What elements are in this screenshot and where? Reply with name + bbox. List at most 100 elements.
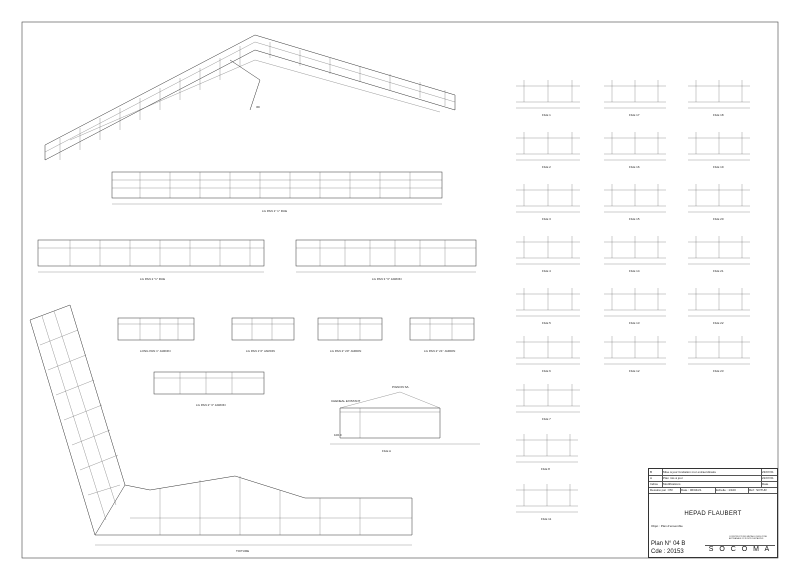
file-section: FILE 16 xyxy=(604,132,666,169)
file-section-frame xyxy=(604,288,666,317)
file-section-label: FILE 8 xyxy=(541,467,550,471)
file-section-frame xyxy=(516,384,580,413)
file-section-label: FILE 15 xyxy=(629,217,640,221)
file-section: FILE 5 xyxy=(516,288,580,325)
file-section: FILE 6 xyxy=(516,336,580,373)
file-section: FILE 19 xyxy=(688,132,750,169)
file-section: FILE 21 xyxy=(688,236,750,273)
elevation-7-label: LG PAN 2" 21" JARDIN xyxy=(424,349,455,353)
file-section: FILE 13 xyxy=(604,288,666,325)
file-section-label: FILE 17 xyxy=(629,113,640,117)
file-section: FILE 2 xyxy=(516,132,580,169)
file-section-label: FILE 16 xyxy=(629,165,640,169)
file-section: FILE 8 xyxy=(516,434,578,471)
file-section-frame xyxy=(516,80,580,109)
file-section-label: FILE 19 xyxy=(713,165,724,169)
file-section-frame xyxy=(688,80,750,109)
drawn-by-row: Dessiné par : PR Date : 06/04/21 Echelle… xyxy=(649,487,777,494)
file-section: FILE 7 xyxy=(516,384,580,421)
elevation-7: LG PAN 2" 21" JARDIN xyxy=(409,317,475,353)
file-section-label: FILE 7 xyxy=(542,417,551,421)
file-section-label: FILE 3 xyxy=(542,217,551,221)
elevation-8-label: LG PAN 2" 3" JARDIN xyxy=(196,403,226,407)
elevation-5: LG PAN 1"2" JARDIN xyxy=(231,317,295,353)
company-address: CONSTRUCTIONS METALLIQUES ZONE ARTISANAL… xyxy=(729,536,767,541)
file-section-frame xyxy=(688,336,750,365)
file-section-frame xyxy=(604,184,666,213)
order-code: Cde : 20153 xyxy=(651,549,684,555)
file-section-label: FILE 20 xyxy=(713,217,724,221)
revision-header-index: Indice xyxy=(649,481,663,487)
elevation-2-label: LG PAN 2 "1" RUE xyxy=(140,277,165,281)
file-section-frame xyxy=(516,434,578,463)
file-section: FILE 18 xyxy=(688,80,750,117)
iso-label: 3D xyxy=(256,105,261,109)
file-section: FILE 15 xyxy=(604,184,666,221)
elevation-1: LG PAN 1" 1" RUE xyxy=(111,171,443,213)
elevation-2: LG PAN 2 "1" RUE xyxy=(37,239,265,281)
elevation-4-label: LONG PAN 1" JARDIN xyxy=(140,349,171,353)
file-section: FILE 17 xyxy=(604,80,666,117)
elevation-1-label: LG PAN 1" 1" RUE xyxy=(262,209,287,213)
file-section: FILE 4 xyxy=(516,236,580,273)
plan-number: Plan N° 04 B xyxy=(651,541,686,547)
revision-header-date: Date xyxy=(762,482,769,486)
roof-plan: TOITURE xyxy=(29,304,413,553)
elevation-3: LG PAN 3 "3" JARDIN xyxy=(295,239,477,281)
object-label: Objet : xyxy=(651,524,660,528)
file-section-label: FILE 13 xyxy=(629,321,640,325)
drawn-ref: Réf : SOTUR xyxy=(749,488,767,492)
file-section-frame xyxy=(516,184,580,213)
file-section-label: FILE 2 xyxy=(542,165,551,169)
file-section-label: FILE 11 xyxy=(541,517,552,521)
file-section: FILE 11 xyxy=(516,484,578,521)
title-block: B Mise à jour fondation mur extraordinai… xyxy=(648,468,778,558)
file-section-frame xyxy=(604,132,666,161)
elevation-5-label: LG PAN 1"2" JARDIN xyxy=(246,349,275,353)
file-section-frame xyxy=(516,288,580,317)
project-title: HEPAD FLAUBERT xyxy=(684,511,742,517)
revision-b-date: 23/07/21 xyxy=(762,470,774,474)
file-section-label: FILE 12 xyxy=(629,369,640,373)
revision-a: A Plan mis à jour 22/07/21 xyxy=(649,475,777,482)
revision-b-text: Mise à jour fondation mur extraordinaire xyxy=(662,469,762,475)
file-section-frame xyxy=(604,80,666,109)
revision-a-text: Plan mis à jour xyxy=(662,475,762,481)
file-section-frame xyxy=(688,184,750,213)
file-section-frame xyxy=(688,288,750,317)
file-section-label: FILE 18 xyxy=(713,113,724,117)
drawn-by: Dessiné par : PR xyxy=(649,487,681,493)
chenal-label: CHENEAL EXISTANT xyxy=(331,399,361,403)
file-section-label: FILE 23 xyxy=(713,369,724,373)
revision-header: Indice Modifications Date xyxy=(649,481,777,488)
file-section-frame xyxy=(516,484,578,513)
file-section-frame xyxy=(516,336,580,365)
object-row: Objet : Plan d'ensemble xyxy=(651,524,683,528)
file-section-frame xyxy=(688,132,750,161)
file-section: FILE 14 xyxy=(604,236,666,273)
file-section-label: FILE 21 xyxy=(713,269,724,273)
file-section: FILE 1 xyxy=(516,80,580,117)
company-logo: S O C O M A xyxy=(705,545,775,556)
drawn-date: Date : 06/04/21 xyxy=(680,487,716,493)
pignon-label: PIGNON S/L xyxy=(392,385,410,389)
file-section-frame xyxy=(516,132,580,161)
revision-b-index: B xyxy=(649,469,663,475)
section-file-a-label: FILE A xyxy=(382,449,391,453)
revision-a-date: 22/07/21 xyxy=(762,476,774,480)
sheet-frame xyxy=(21,21,779,559)
file-section: FILE 22 xyxy=(688,288,750,325)
revision-b: B Mise à jour fondation mur extraordinai… xyxy=(649,469,777,476)
isometric-view: 3D xyxy=(44,34,456,161)
elevation-6-label: LG PAN 2" 20" JARDIN xyxy=(330,349,361,353)
file-section-label: FILE 5 xyxy=(542,321,551,325)
elevation-3-label: LG PAN 3 "3" JARDIN xyxy=(372,277,402,281)
elevation-4: LONG PAN 1" JARDIN xyxy=(117,317,195,353)
file-section-frame xyxy=(604,236,666,265)
roof-plan-label: TOITURE xyxy=(236,549,249,553)
file-section: FILE 20 xyxy=(688,184,750,221)
file-section-label: FILE 14 xyxy=(629,269,640,273)
